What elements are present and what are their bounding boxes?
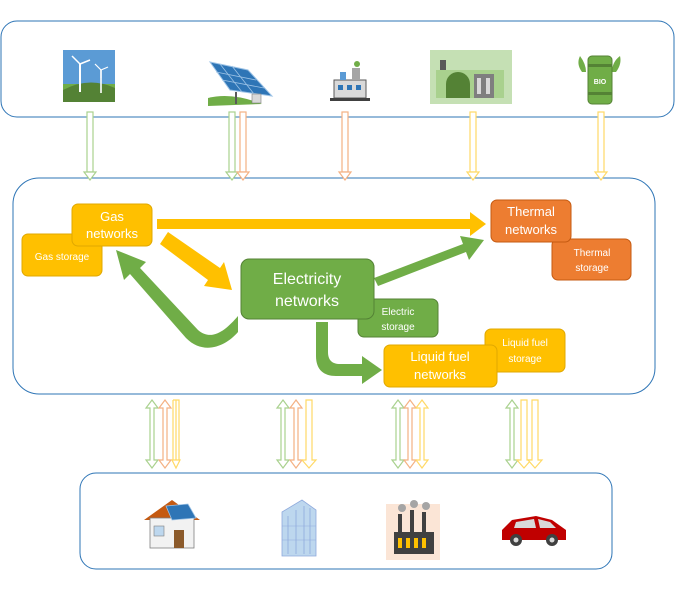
power-plant-icon — [330, 61, 370, 101]
liquid-fuel-storage-label-1: Liquid fuel — [502, 338, 548, 349]
flow-electricity-to-liquid — [316, 322, 382, 384]
demand-arrow-factory-orange — [402, 399, 418, 469]
gas-networks-label-1: Gas — [100, 209, 124, 224]
demand-arrow-car-yellow-1 — [515, 399, 533, 469]
demand-arrow-building-yellow — [300, 399, 318, 469]
electricity-networks-label-1: Electricity — [273, 271, 341, 288]
demand-arrows — [144, 399, 544, 470]
electric-storage-label-2: storage — [381, 322, 415, 333]
supply-arrow-solar-orange — [235, 111, 251, 181]
electricity-networks-node: Electricity networks — [240, 258, 375, 320]
thermal-storage-node: Thermal storage — [551, 238, 632, 281]
solar-panel-icon — [208, 61, 274, 106]
supply-arrow-solar-green — [224, 111, 240, 181]
flow-electricity-to-gas — [116, 250, 238, 348]
demand-arrow-house-orange — [157, 399, 173, 469]
thermal-networks-node: Thermal networks — [490, 199, 572, 243]
consumers-panel — [79, 472, 613, 570]
liquid-fuel-networks-label-2: networks — [414, 367, 467, 382]
networks-panel — [12, 177, 656, 395]
demand-arrow-factory-green — [390, 399, 406, 469]
demand-arrow-car-yellow-2 — [526, 399, 544, 469]
demand-arrow-house-green — [144, 399, 160, 469]
biofuel-barrel-icon: BIO — [578, 55, 621, 105]
demand-arrow-house-yellow — [171, 399, 181, 470]
liquid-fuel-storage-label-2: storage — [508, 354, 542, 365]
thermal-networks-label-2: networks — [505, 222, 558, 237]
thermal-networks-label-1: Thermal — [507, 204, 555, 219]
supply-arrow-biogas — [465, 111, 481, 181]
demand-arrow-building-orange — [288, 399, 304, 469]
liquid-fuel-networks-node: Liquid fuel networks — [383, 344, 498, 388]
sources-panel — [0, 20, 675, 118]
demand-arrow-car-green — [504, 399, 520, 469]
flow-electricity-to-thermal — [374, 236, 484, 286]
wind-turbine-icon — [63, 50, 115, 102]
supply-arrow-plant — [337, 111, 353, 181]
flow-gas-to-electricity — [160, 232, 232, 290]
biogas-plant-icon — [430, 50, 512, 104]
supply-arrows — [82, 111, 609, 181]
demand-arrow-building-green — [275, 399, 291, 469]
gas-networks-label-2: networks — [86, 226, 139, 241]
house-icon — [144, 500, 200, 549]
supply-arrow-wind — [82, 111, 98, 181]
office-building-icon — [281, 499, 317, 557]
liquid-fuel-storage-node: Liquid fuel storage — [484, 328, 566, 373]
gas-storage-label: Gas storage — [35, 252, 90, 263]
electricity-networks-label-2: networks — [275, 293, 339, 310]
supply-arrow-biofuel — [593, 111, 609, 181]
thermal-storage-label-2: storage — [575, 263, 609, 274]
factory-icon — [386, 500, 440, 560]
thermal-storage-label-1: Thermal — [574, 248, 611, 259]
flow-gas-to-thermal — [157, 212, 486, 236]
car-icon — [502, 516, 566, 546]
electric-storage-label-1: Electric — [382, 307, 415, 318]
gas-networks-node: Gas networks — [71, 203, 153, 247]
liquid-fuel-networks-label-1: Liquid fuel — [410, 349, 469, 364]
demand-arrow-factory-yellow — [414, 399, 430, 469]
biofuel-bio-text: BIO — [594, 79, 607, 86]
